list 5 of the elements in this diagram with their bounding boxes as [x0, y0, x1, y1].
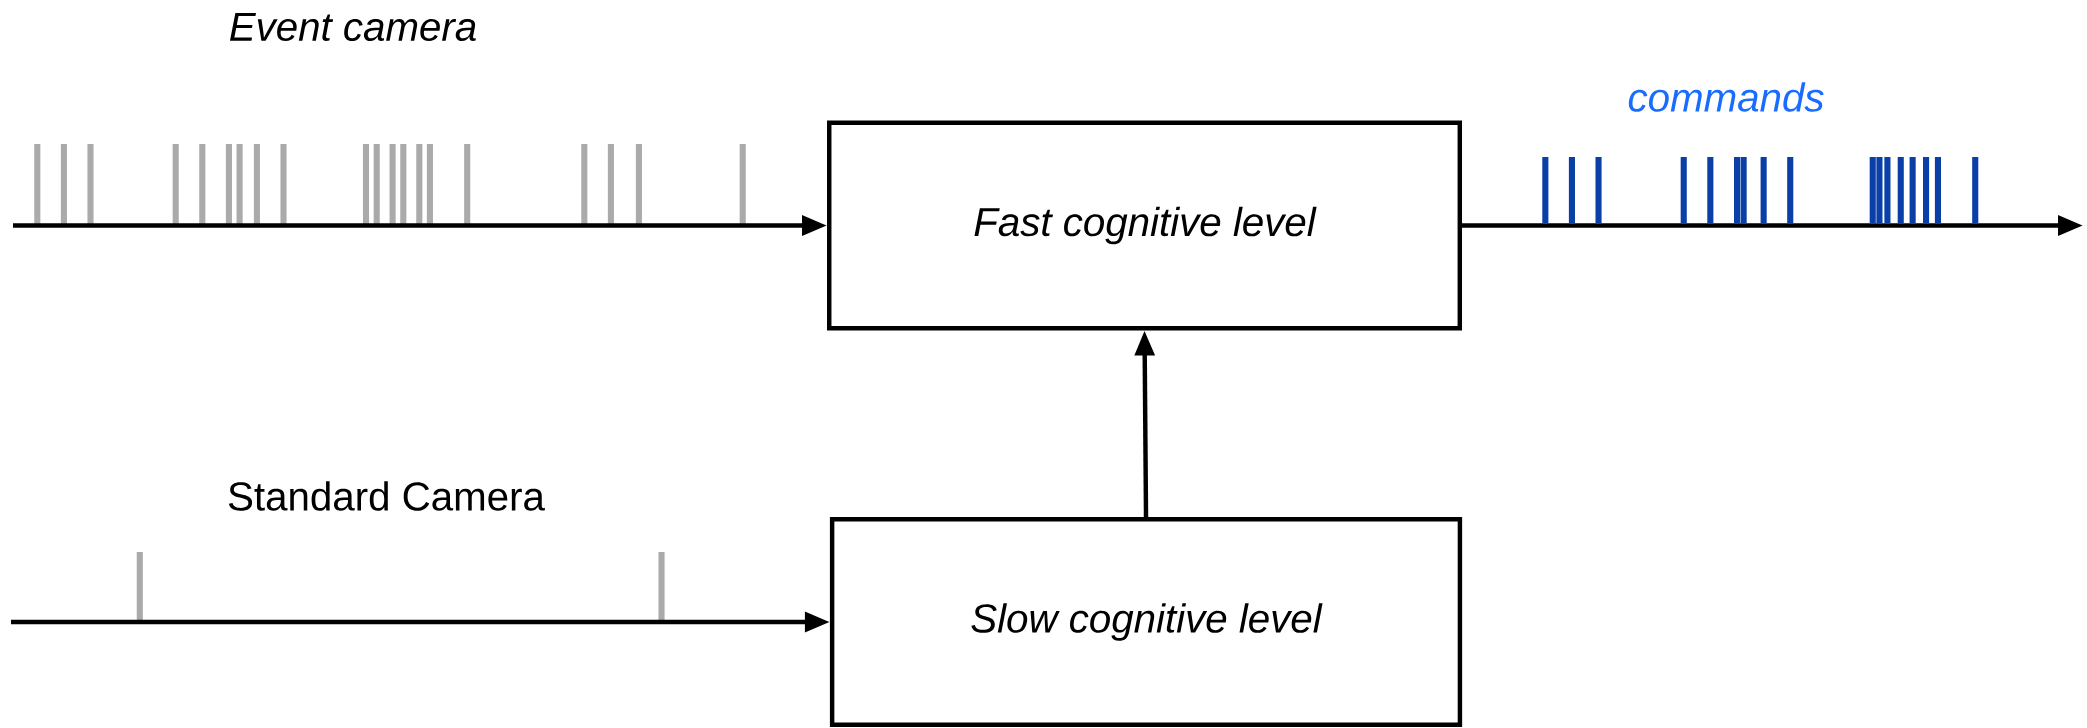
stream-label: commands — [1628, 82, 1824, 112]
stream-label: Event camera — [230, 12, 476, 42]
stream-label: Standard Camera — [228, 481, 545, 511]
process-box: Slow cognitive level — [829, 517, 1463, 727]
process-box: Fast cognitive level — [827, 120, 1462, 331]
